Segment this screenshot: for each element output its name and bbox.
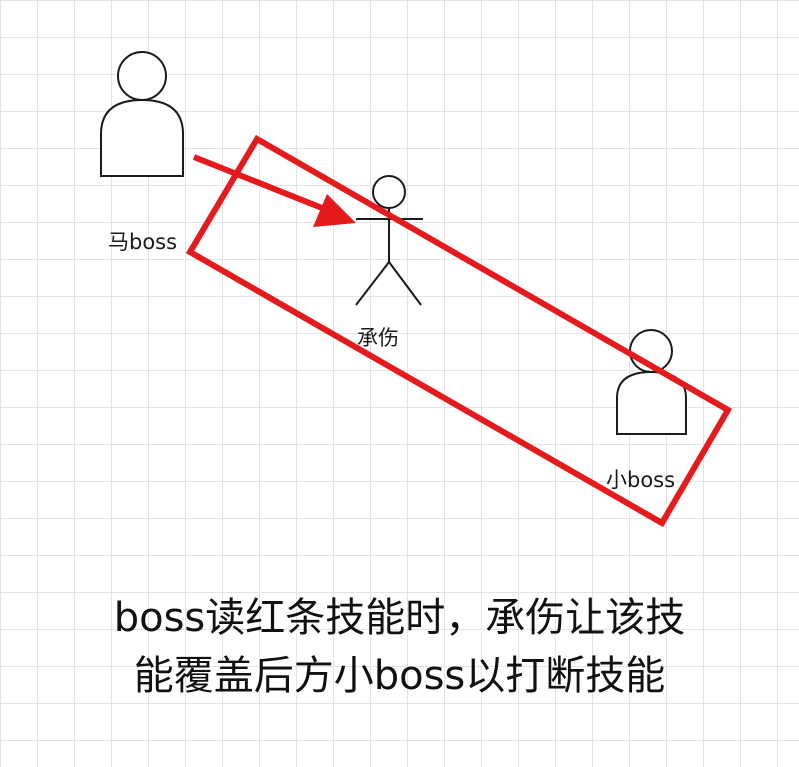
tank-left-leg <box>355 261 390 306</box>
arrow-shaft <box>192 154 324 211</box>
caption-line-1: boss读红条技能时，承伤让该技 <box>113 595 686 641</box>
ma-boss-head <box>117 51 167 101</box>
tank-head <box>372 175 406 209</box>
ma-boss-body <box>100 98 184 177</box>
tank-label: 承伤 <box>357 326 399 350</box>
small-boss-body <box>616 370 687 435</box>
boss-to-tank-arrow <box>192 154 356 227</box>
caption-line-2: 能覆盖后方小boss以打断技能 <box>133 653 666 699</box>
ma-boss-figure <box>100 51 184 177</box>
skill-coverage-rectangle <box>185 134 733 528</box>
ma-boss-label: 马boss <box>108 230 178 254</box>
arrow-head <box>313 194 356 227</box>
small-boss-label: 小boss <box>606 468 676 492</box>
tank-right-leg <box>388 261 422 306</box>
small-boss-figure <box>616 329 687 435</box>
tank-stick-figure <box>355 175 423 306</box>
